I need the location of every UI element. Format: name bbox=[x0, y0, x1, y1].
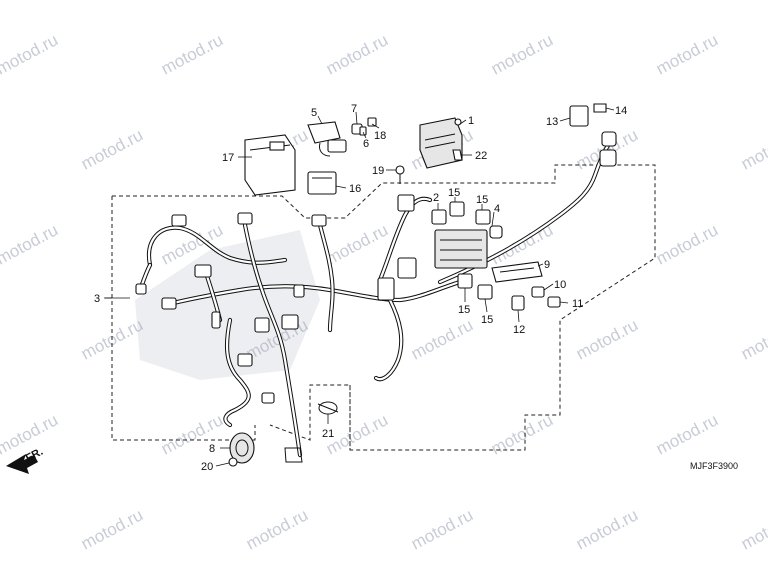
callout-22: 22 bbox=[475, 150, 487, 162]
callout-12: 12 bbox=[513, 324, 525, 336]
watermark-text: motod.ru bbox=[408, 505, 476, 553]
harness-connector bbox=[254, 317, 270, 333]
harness-connector bbox=[237, 353, 253, 367]
watermark-text: motod.ru bbox=[323, 220, 391, 268]
watermark-text: motod.ru bbox=[738, 505, 768, 553]
front-arrow-icon bbox=[6, 454, 38, 474]
watermark-text: motod.ru bbox=[653, 30, 721, 78]
fuse-box bbox=[434, 225, 503, 269]
horn-8 bbox=[229, 432, 255, 464]
relay-2 bbox=[431, 209, 447, 225]
callout-5: 5 bbox=[311, 107, 317, 119]
callout-20: 20 bbox=[201, 461, 213, 473]
callout-11: 11 bbox=[572, 298, 583, 310]
watermark-text: motod.ru bbox=[0, 30, 61, 78]
fuses bbox=[511, 286, 561, 311]
harness-connector bbox=[211, 311, 221, 329]
bolt-19 bbox=[395, 165, 405, 184]
clip-22 bbox=[452, 149, 463, 161]
callout-1: 1 bbox=[468, 115, 474, 127]
harness-connector bbox=[311, 214, 327, 227]
callout-16: 16 bbox=[349, 183, 361, 195]
relay-13 bbox=[569, 105, 589, 127]
watermark-text: motod.ru bbox=[408, 315, 476, 363]
watermark-text: motod.ru bbox=[488, 410, 556, 458]
callout-15: 15 bbox=[448, 187, 460, 199]
callout-19: 19 bbox=[372, 165, 384, 177]
clip-14 bbox=[593, 103, 607, 113]
module-17 bbox=[244, 134, 296, 196]
watermark-text: motod.ru bbox=[573, 315, 641, 363]
ground-terminal bbox=[284, 447, 303, 463]
watermark-text: motod.ru bbox=[158, 30, 226, 78]
relays-15 bbox=[449, 201, 493, 300]
harness-connector bbox=[281, 314, 299, 330]
harness-connector bbox=[599, 149, 617, 167]
harness-connector bbox=[171, 214, 187, 227]
callout-6: 6 bbox=[363, 138, 369, 150]
background-logo-mark bbox=[135, 230, 320, 380]
watermark-text: motod.ru bbox=[158, 410, 226, 458]
watermark-text: motod.ru bbox=[78, 505, 146, 553]
figure-code: MJF3F3900 bbox=[690, 461, 738, 471]
harness-connector bbox=[261, 392, 275, 404]
fuse-cover-9 bbox=[491, 261, 543, 283]
harness-connector bbox=[601, 131, 617, 147]
module-16 bbox=[307, 171, 337, 195]
callout-15: 15 bbox=[476, 194, 488, 206]
fastener-hardware bbox=[351, 117, 377, 136]
harness-connector bbox=[293, 284, 305, 298]
callout-9: 9 bbox=[544, 259, 550, 271]
control-unit bbox=[419, 117, 463, 169]
harness-connector bbox=[397, 257, 417, 279]
callout-15: 15 bbox=[481, 314, 493, 326]
front-marker-label: FR. bbox=[24, 446, 45, 465]
harness-connector bbox=[161, 297, 177, 310]
leader-lines bbox=[104, 107, 615, 467]
harness-connector bbox=[135, 283, 147, 295]
watermark-text: motod.ru bbox=[323, 30, 391, 78]
callout-15: 15 bbox=[458, 304, 470, 316]
harness-connector bbox=[194, 264, 212, 278]
watermark-text: motod.ru bbox=[738, 315, 768, 363]
harness-connector bbox=[237, 212, 253, 225]
bolt-20 bbox=[228, 457, 238, 467]
watermark-text: motod.ru bbox=[738, 125, 768, 173]
watermark-text: motod.ru bbox=[573, 505, 641, 553]
callout-17: 17 bbox=[222, 152, 234, 164]
harness-connector bbox=[377, 277, 395, 301]
watermark-text: motod.ru bbox=[653, 410, 721, 458]
band-21 bbox=[317, 401, 339, 415]
watermark-text: motod.ru bbox=[653, 220, 721, 268]
callout-4: 4 bbox=[494, 203, 500, 215]
callout-8: 8 bbox=[209, 443, 215, 455]
watermark-text: motod.ru bbox=[243, 505, 311, 553]
callout-2: 2 bbox=[433, 192, 439, 204]
callout-3: 3 bbox=[94, 293, 100, 305]
callout-labels: 1 2 3 4 5 6 7 8 9 10 11 12 13 14 15 15 1… bbox=[94, 103, 627, 473]
sensor-bracket bbox=[307, 121, 347, 157]
callout-21: 21 bbox=[322, 428, 334, 440]
watermark-text: motod.ru bbox=[488, 30, 556, 78]
callout-10: 10 bbox=[554, 279, 566, 291]
callout-7: 7 bbox=[351, 103, 357, 115]
callout-13: 13 bbox=[546, 116, 558, 128]
harness-connector bbox=[397, 194, 415, 212]
watermark-text: motod.ru bbox=[78, 125, 146, 173]
callout-14: 14 bbox=[615, 105, 627, 117]
diagram-frame bbox=[111, 164, 656, 451]
watermark-text: motod.ru bbox=[0, 220, 61, 268]
callout-18: 18 bbox=[374, 130, 386, 142]
